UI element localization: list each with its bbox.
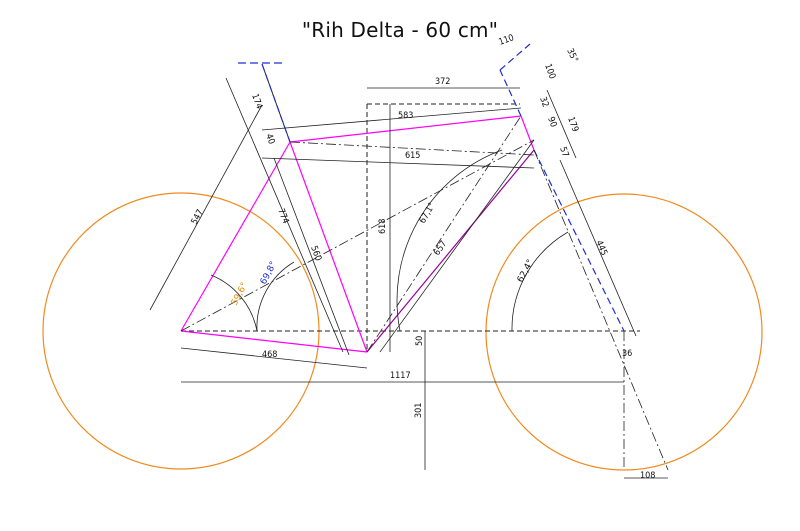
dim-label-547: 547 [190, 208, 206, 226]
dim-label-100: 100 [542, 63, 557, 81]
seatstay-angle-arc [210, 274, 258, 332]
seat-tube [289, 141, 368, 353]
seat-extension-dash [261, 63, 291, 143]
fork-axis [533, 149, 669, 471]
dim-label-90: 90 [545, 116, 558, 129]
dim-179 [546, 89, 577, 159]
angle-label-596: 59,6° [230, 281, 250, 307]
dim-label-301: 301 [414, 403, 424, 418]
down-tube [366, 149, 535, 353]
dim-label-445: 445 [593, 239, 608, 257]
dim-560 [273, 157, 350, 356]
dim-label-32: 32 [537, 96, 550, 109]
seat-axis [180, 139, 535, 332]
bb-to-head-line [366, 115, 522, 353]
head-angle-arc [511, 231, 569, 332]
reach-line [289, 141, 535, 156]
dim-label-583: 583 [398, 111, 413, 121]
dim-label-50: 50 [415, 336, 425, 346]
dim-label-671: 67,1° [418, 201, 438, 225]
angle-label-624: 62,4° [516, 258, 536, 284]
dim-label-372: 372 [435, 77, 450, 87]
drawing-title: "Rih Delta - 60 cm" [301, 18, 499, 42]
stem-line [499, 69, 522, 117]
seat-angle-arc [256, 261, 295, 332]
dim-label-560: 560 [308, 245, 323, 263]
dim-label-110: 110 [498, 33, 516, 48]
dim-label-108: 108 [640, 471, 655, 481]
dim-label-35: 35° [564, 47, 579, 64]
dim-label-40: 40 [263, 133, 276, 146]
dim-label-618: 618 [378, 219, 388, 234]
dim-label-174: 174 [249, 93, 264, 111]
chainstay [180, 330, 368, 353]
dim-468 [180, 347, 368, 369]
dim-label-57: 57 [557, 146, 570, 159]
seat-angle-arc-2 [396, 149, 503, 332]
dim-label-615: 615 [405, 151, 420, 161]
dim-label-36: 36 [622, 349, 632, 359]
dim-657 [379, 139, 535, 353]
fork-line [533, 149, 625, 332]
dim-label-468: 468 [262, 350, 277, 360]
dim-547 [149, 104, 263, 311]
dim-label-179: 179 [565, 116, 580, 134]
dim-445 [559, 159, 637, 337]
dim-615 [261, 157, 535, 169]
angle-label-698: 69,8° [259, 260, 279, 286]
dim-774 [225, 77, 344, 353]
front-wheel [485, 193, 763, 471]
top-tube [289, 115, 522, 143]
stem-line-2 [499, 43, 531, 71]
head-tube [520, 115, 535, 151]
dim-583 [261, 107, 522, 131]
dim-label-1117: 1117 [390, 371, 411, 381]
seatstay [180, 141, 291, 332]
